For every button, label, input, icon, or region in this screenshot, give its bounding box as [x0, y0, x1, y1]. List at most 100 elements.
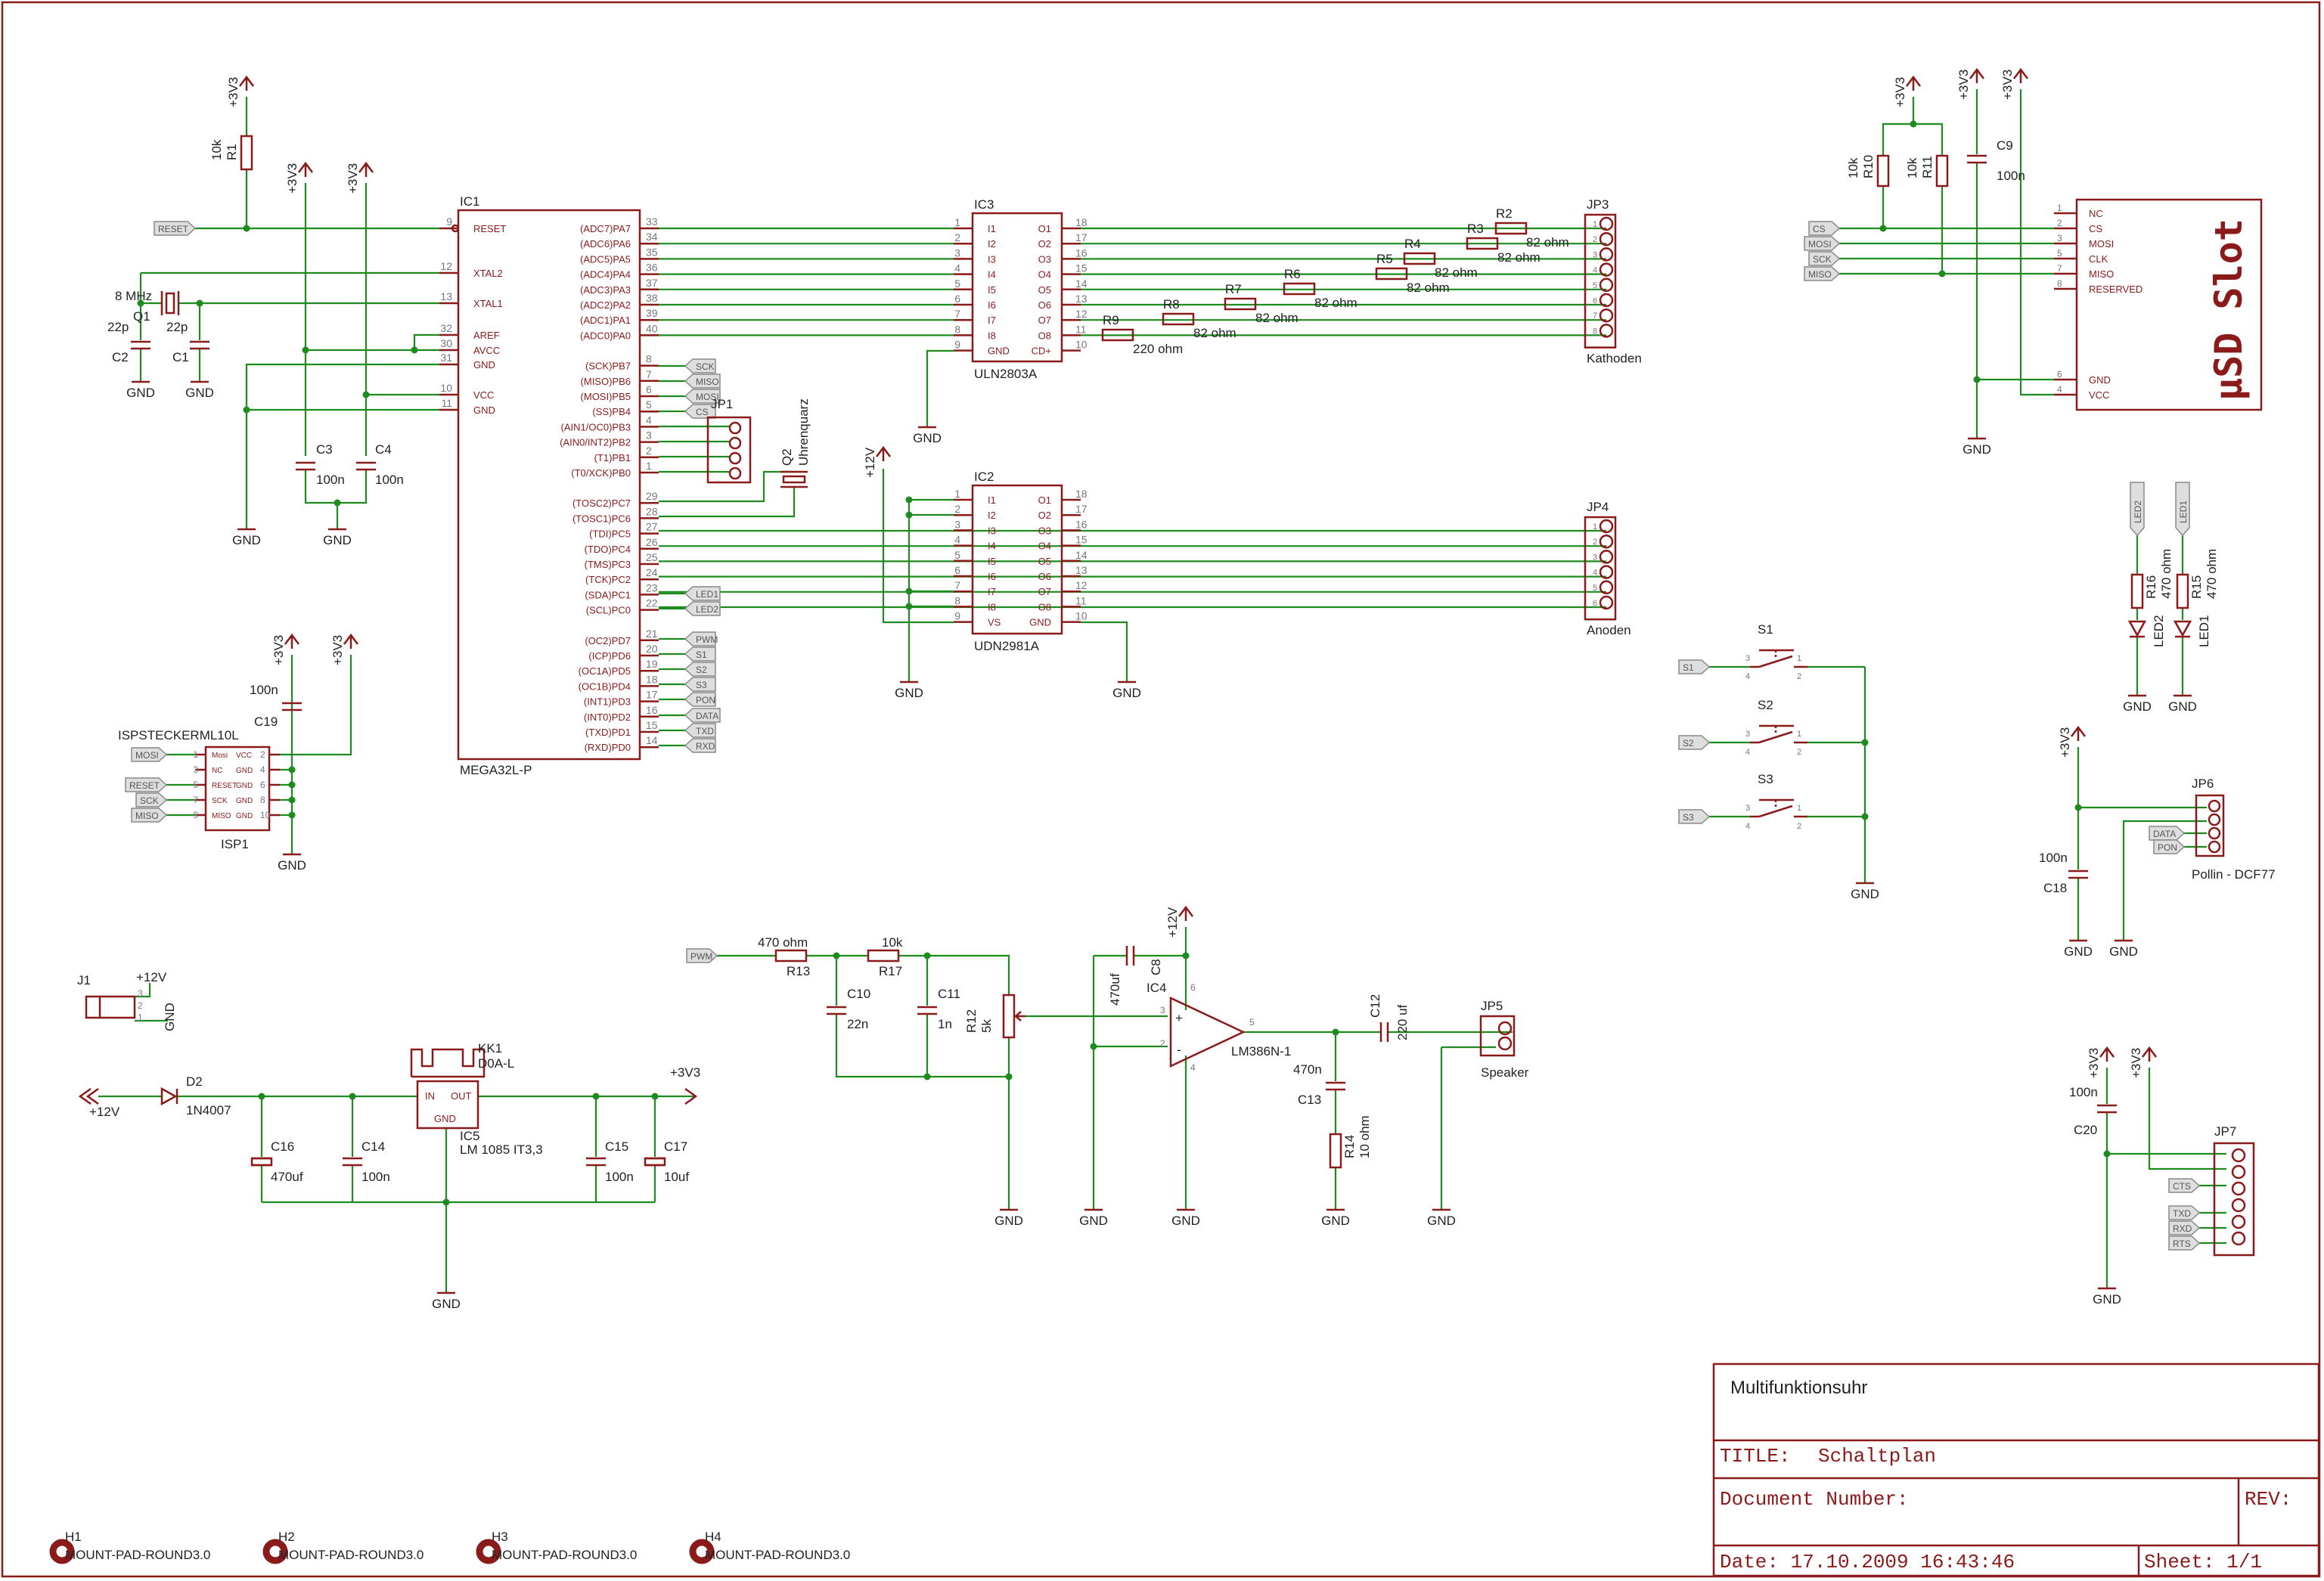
supply-symbol — [284, 633, 299, 649]
resistor-ref: R14 — [1342, 1135, 1357, 1158]
wire — [2077, 747, 2207, 809]
j1-pin-number: 2 — [138, 1000, 143, 1011]
isp1-pin-name: NC — [212, 767, 222, 775]
serial-flag-txd: TXD — [2168, 1205, 2201, 1220]
j1-ref: J1 — [77, 973, 91, 987]
junction-dot — [2103, 1150, 2111, 1158]
junction-dot — [302, 346, 309, 354]
ic1-pin-name: (OC1A)PD5 — [579, 665, 631, 677]
signal-flag-text: LED2 — [2133, 501, 2143, 523]
heatsink-kk1 — [410, 1048, 486, 1078]
wire — [1092, 1045, 1168, 1210]
switch-s2 — [1750, 724, 1807, 744]
mounting-hole-h1 — [49, 1539, 75, 1564]
junction-dot — [362, 391, 370, 398]
ic1-pin-number: 17 — [646, 689, 658, 701]
ic1-pin-number: 16 — [646, 704, 658, 716]
ic1-pin-number: 33 — [646, 215, 658, 228]
resistor-value: 82 ohm — [1497, 250, 1541, 265]
junction-dot — [905, 587, 913, 595]
signal-flag-text: S1 — [1683, 662, 1694, 673]
capacitor-ref: C8 — [1149, 959, 1163, 975]
wire — [2148, 1068, 2226, 1170]
ic4-pin-number: 6 — [1190, 982, 1196, 993]
jp6-header — [2195, 794, 2225, 857]
ic3-uln2803-pin-number: 8 — [954, 323, 960, 335]
ic2-udn2981-value: UDN2981A — [974, 639, 1040, 653]
signal-flag-s2: S2 — [684, 662, 716, 677]
ic3-uln2803-pin-number: 2 — [954, 231, 960, 243]
gnd-label: GND — [1112, 686, 1141, 700]
ic1-ref: IC1 — [460, 194, 479, 209]
supply-label: +3V3 — [670, 1065, 700, 1080]
switch-pin-number: 2 — [1797, 672, 1801, 681]
supply-symbol — [876, 445, 891, 461]
ic1-pin-name: (AIN0/INT2)PB2 — [560, 437, 631, 448]
ic1-pin-name: (MISO)PB6 — [581, 376, 631, 387]
ic2-udn2981-pin-name: O5 — [1038, 556, 1051, 567]
ic3-uln2803-pin-name: I5 — [988, 284, 996, 296]
led-led1 — [2173, 620, 2192, 638]
resistor-value: 82 ohm — [1526, 235, 1569, 250]
junction-dot — [334, 499, 341, 507]
ic3-uln2803-pin-number: 18 — [1075, 216, 1088, 228]
ic1-pin-name: (RXD)PD0 — [585, 742, 631, 753]
ic5-pin-name: IN — [425, 1090, 435, 1102]
isp1-pin-number: 10 — [260, 810, 271, 820]
resistor-ref: R12 — [964, 1009, 979, 1033]
led-flag-led1: LED1 — [2175, 482, 2190, 537]
capacitor-ref: C10 — [847, 987, 870, 1001]
supply-symbol — [298, 161, 313, 177]
resistor-r7 — [1224, 297, 1257, 311]
ic1-value: MEGA32L-P — [460, 763, 532, 777]
switch-pin-number: 3 — [1745, 654, 1750, 663]
signal-flag-text: MISO — [1808, 269, 1832, 280]
junction-dot — [137, 299, 144, 307]
diode-d2 — [160, 1087, 178, 1106]
resistor-value: 470 ohm — [2159, 549, 2174, 599]
ic5-value: LM 1085 IT3,3 — [460, 1142, 543, 1157]
ic2-udn2981-pin-number: 4 — [954, 534, 960, 546]
isp1-pin-name: MISO — [212, 812, 231, 820]
supply-label: +3V3 — [2058, 727, 2072, 758]
ic3-uln2803-pin-name: I1 — [988, 223, 996, 234]
signal-flag-text: S3 — [696, 680, 707, 690]
ic2-udn2981-pin-number: 2 — [954, 503, 960, 515]
capacitor-ref: C19 — [254, 715, 278, 729]
hole-value: MOUNT-PAD-ROUND3.0 — [492, 1548, 637, 1562]
wire — [245, 169, 439, 230]
ic1-pin-number: 12 — [440, 260, 452, 272]
capacitor-ref: C18 — [2043, 881, 2067, 895]
ic2-udn2981-pin-name: I4 — [988, 541, 996, 552]
resistor-r1 — [240, 135, 253, 171]
ic1-pin-number: 27 — [646, 521, 658, 533]
capacitor-c12 — [1379, 1022, 1389, 1042]
capacitor-value: 100n — [1997, 169, 2025, 183]
switch-flag-s3: S3 — [1678, 809, 1711, 824]
ic2-udn2981-pin-name: O8 — [1038, 601, 1051, 612]
gnd-label: GND — [2168, 699, 2197, 714]
ic3-uln2803-pin-number: 17 — [1075, 231, 1088, 243]
j1-pin-number: 1 — [138, 1012, 143, 1023]
resistor-value: 10k — [1905, 157, 1919, 178]
ic3-uln2803-pin-name: I7 — [988, 315, 996, 326]
resistor-r10 — [1876, 154, 1890, 188]
ic1-pin-number: 20 — [646, 643, 658, 655]
sd-pin-number: 6 — [2057, 369, 2062, 380]
jp5-speaker — [1479, 1015, 1516, 1057]
ic2-udn2981-pin-name: O4 — [1038, 541, 1051, 552]
gnd-label: GND — [994, 1214, 1023, 1228]
ic1-pin-number: 37 — [646, 277, 658, 289]
ic1-pin-number: 15 — [646, 719, 658, 731]
sd-pin-name: NC — [2089, 208, 2103, 219]
isp1-pin-number: 3 — [193, 764, 198, 775]
ic3-uln2803-pin-number: 15 — [1075, 262, 1088, 274]
ic1-pin-name: (OC2)PD7 — [585, 635, 631, 646]
ic3-uln2803-pin-number: 12 — [1075, 308, 1088, 320]
resistor-value: 82 ohm — [1435, 265, 1478, 280]
jp3-header-pin-number: 2 — [1593, 235, 1597, 244]
ic1-pin-name: GND — [473, 405, 495, 416]
ic1-pin-number: 21 — [646, 628, 658, 640]
ic1-pin-name: (ADC0)PA0 — [580, 330, 631, 341]
